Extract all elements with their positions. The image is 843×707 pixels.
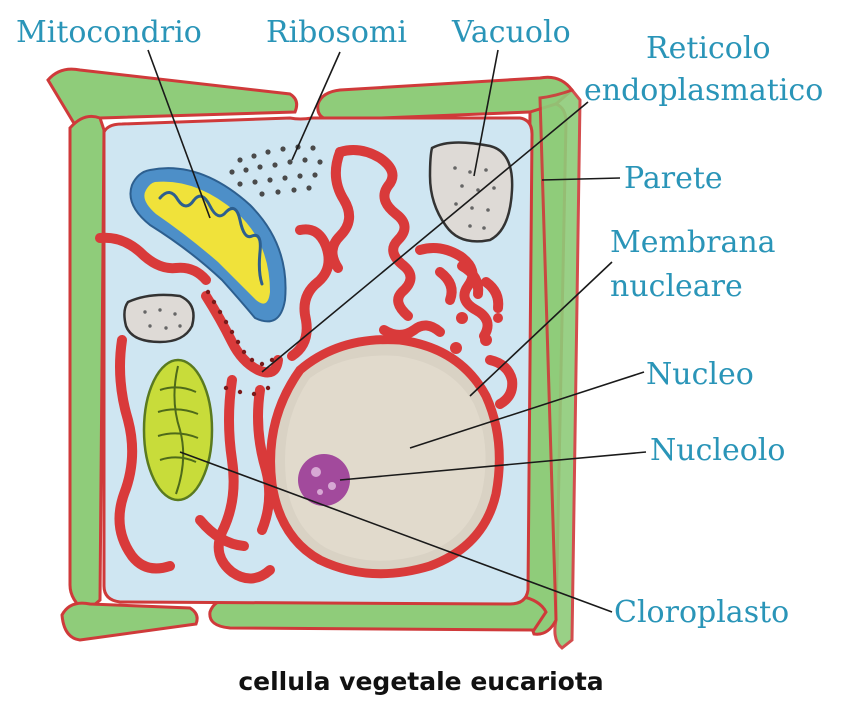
chloroplast: [144, 360, 212, 500]
label-vacuolo: Vacuolo: [451, 15, 571, 50]
label-membrana-line2: nucleare: [610, 269, 743, 304]
label-nucleo: Nucleo: [646, 357, 754, 392]
label-reticolo-line2: endoplasmatico: [584, 73, 823, 108]
small-vacuole: [124, 295, 193, 342]
label-mitocondrio: Mitocondrio: [16, 15, 202, 50]
label-nucleolo: Nucleolo: [650, 433, 785, 468]
label-membrana-line1: Membrana: [610, 225, 776, 260]
caption: cellula vegetale eucariota: [238, 667, 603, 696]
label-reticolo-line1: Reticolo: [646, 31, 771, 66]
label-ribosomi: Ribosomi: [266, 15, 407, 50]
nucleus: [271, 340, 500, 574]
label-parete: Parete: [624, 161, 723, 196]
label-cloroplasto: Cloroplasto: [614, 595, 789, 630]
